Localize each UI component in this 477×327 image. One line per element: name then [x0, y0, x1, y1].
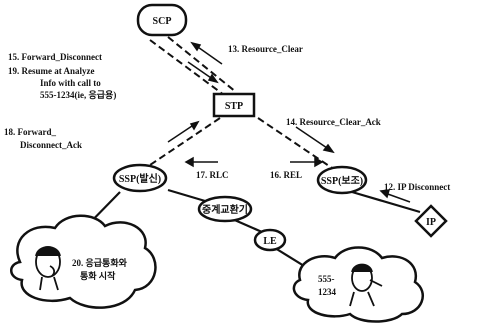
- arrow-15-head: [207, 73, 219, 84]
- le-node: LE: [253, 228, 287, 252]
- arrow-18-head: [189, 120, 200, 131]
- msg-19-label-line3: 555-1234(ie, 응급용): [40, 90, 116, 100]
- arrow-15: [187, 61, 215, 81]
- ssp-originating-node: SSP(발신): [112, 163, 168, 193]
- ip-label: IP: [426, 217, 436, 228]
- arrow-16-head: [314, 156, 324, 168]
- msg-16-label: 16. REL: [270, 170, 302, 180]
- stp-label: STP: [225, 101, 243, 112]
- ip-node: IP: [414, 204, 448, 238]
- ssp-assist-node: SSP(보조): [316, 165, 368, 195]
- msg-13-label: 13. Resource_Clear: [228, 44, 303, 54]
- arrow-17-head: [184, 156, 194, 168]
- msg-17-label: 17. RLC: [196, 170, 229, 180]
- arrow-14: [295, 126, 331, 151]
- callee-person-icon: [349, 263, 383, 307]
- arrow-18: [167, 123, 196, 143]
- scp-label: SCP: [153, 16, 172, 27]
- callee-cloud: [292, 246, 424, 323]
- tandem-switch-label: 중계교환기: [202, 203, 248, 216]
- msg-18-label-line2: Disconnect_Ack: [20, 140, 82, 150]
- callee-number-line2: 1234: [318, 287, 337, 297]
- caller-cloud: [10, 214, 157, 309]
- le-label: LE: [263, 236, 277, 247]
- link-scp-stp-b: [167, 36, 237, 93]
- msg-20-label-line2: 통화 시작: [80, 270, 116, 281]
- ssp-assist-label: SSP(보조): [321, 175, 363, 187]
- msg-19-label-line2: Info with call to: [40, 78, 101, 88]
- ssp-originating-label: SSP(발신): [119, 172, 161, 185]
- link-scp-stp-a: [149, 39, 225, 96]
- msg-15-label: 15. Forward_Disconnect: [8, 52, 102, 62]
- arrow-12: [384, 192, 411, 203]
- arrow-13: [194, 44, 223, 65]
- trunk-ssp-assist-ip: [351, 190, 421, 214]
- stp-node: STP: [212, 92, 256, 118]
- scp-node: SCP: [136, 3, 188, 37]
- caller-person-icon: [35, 246, 61, 291]
- link-stp-ssp-orig: [149, 117, 221, 166]
- msg-18-label-line1: 18. Forward_: [4, 127, 56, 137]
- callee-number-line1: 555-: [318, 274, 335, 284]
- msg-12-label: 12. IP Disconnect: [384, 182, 450, 192]
- tandem-switch-node: 중계교환기: [197, 195, 253, 223]
- arrow-13-head: [190, 41, 202, 52]
- msg-14-label: 14. Resource_Clear_Ack: [286, 117, 381, 127]
- msg-19-label-line1: 19. Resume at Analyze: [8, 66, 95, 76]
- arrow-14-head: [322, 143, 335, 154]
- arrow-12-head: [379, 189, 391, 199]
- msg-20-label-line1: 20. 응급통화와: [72, 257, 128, 268]
